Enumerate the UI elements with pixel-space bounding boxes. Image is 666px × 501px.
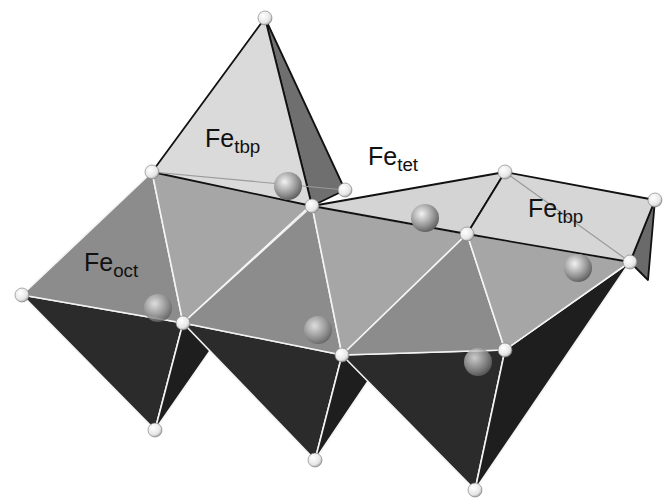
- oxygen-atom: [648, 193, 662, 207]
- oxygen-atom: [623, 255, 637, 269]
- oxygen-atoms: [15, 11, 662, 497]
- atom-label: Feoct: [84, 250, 138, 275]
- bipyramid-edge: [152, 172, 345, 190]
- oxygen-atom: [15, 288, 29, 302]
- fe-atom: [411, 204, 439, 232]
- oxygen-atom: [258, 11, 272, 25]
- atom-label: Fetbp: [205, 126, 260, 151]
- oxygen-atom: [468, 483, 482, 497]
- fe-atom: [274, 172, 302, 200]
- oxygen-atom: [498, 165, 512, 179]
- atom-label: Fetbp: [528, 196, 583, 221]
- oxygen-atom: [305, 199, 319, 213]
- atom-label: Fetet: [368, 144, 418, 169]
- trigonal-bipyramid: [467, 172, 655, 282]
- oxygen-atom: [308, 453, 322, 467]
- bipyramid-face: [467, 172, 655, 262]
- fe-atom: [464, 348, 492, 376]
- octahedron: [342, 234, 630, 490]
- fe-atom: [564, 254, 592, 282]
- oxygen-atom: [498, 343, 512, 357]
- oxygen-atom: [335, 348, 349, 362]
- bipyramid-edge: [505, 172, 630, 262]
- oxygen-atom: [176, 316, 190, 330]
- bipyramid-face: [152, 18, 312, 206]
- oxygen-atom: [460, 227, 474, 241]
- octahedron-face: [22, 295, 183, 430]
- fe-atom: [304, 316, 332, 344]
- oxygen-atom: [145, 165, 159, 179]
- oxygen-atom: [148, 423, 162, 437]
- fe-atom: [144, 294, 172, 322]
- trigonal-bipyramid: [152, 18, 345, 206]
- oxygen-atom: [338, 183, 352, 197]
